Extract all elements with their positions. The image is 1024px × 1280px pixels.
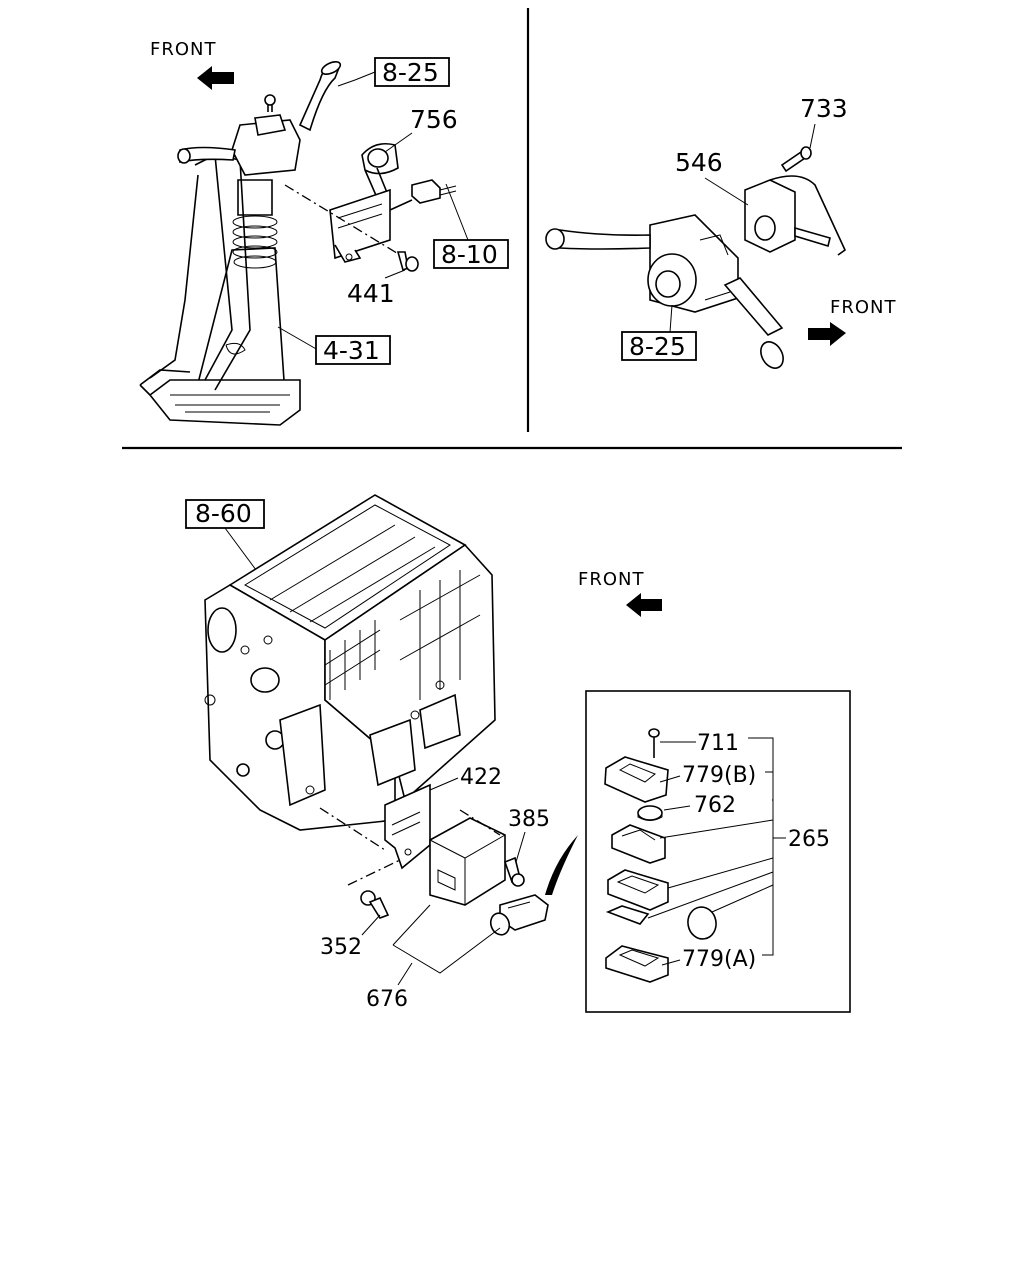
cover-779a-drawing <box>605 945 669 983</box>
part-762-label: 762 <box>694 793 736 818</box>
leader-352 <box>361 914 381 936</box>
ref-4-31: 4-31 <box>323 336 380 365</box>
leader-8-25-top-left <box>337 71 376 87</box>
leader-441 <box>384 269 406 279</box>
module-bracket-drawing <box>329 179 457 263</box>
ref-8-25-top-left: 8-25 <box>382 58 439 87</box>
key-fob-drawing <box>489 894 549 936</box>
top-right-panel: 733 546 FRONT 8-25 <box>545 94 897 369</box>
part-733-label: 733 <box>800 94 848 123</box>
leader-676-tick <box>397 962 413 986</box>
screw-711-drawing <box>648 728 660 758</box>
ref-box-8-25-top-left <box>374 57 450 87</box>
ref-box-4-31 <box>315 335 391 365</box>
cover-779b-drawing <box>604 756 669 803</box>
leader-733 <box>809 123 816 149</box>
bolt-733-drawing <box>780 146 812 173</box>
bracket-422-drawing <box>384 783 431 870</box>
bottom-panel: 8-60 <box>185 494 851 1013</box>
front-label-top-left: FRONT <box>150 39 217 60</box>
leader-546 <box>704 177 749 206</box>
front-arrow-bottom <box>626 593 662 617</box>
leader-779a <box>661 959 681 966</box>
ref-box-8-25-top-right <box>621 331 697 361</box>
heater-unit-drawing <box>204 494 496 831</box>
front-label-top-right: FRONT <box>830 297 897 318</box>
ref-box-8-10-top-left <box>433 239 509 269</box>
leader-762 <box>663 805 691 811</box>
part-422-label: 422 <box>460 765 502 790</box>
ref-8-60: 8-60 <box>195 499 252 528</box>
dashed-leader-352 <box>347 859 401 886</box>
group-bracket-265 <box>748 737 786 956</box>
ref-8-10: 8-10 <box>441 240 498 269</box>
o-ring-drawing <box>687 906 717 940</box>
inset-frame <box>585 690 851 1013</box>
part-265-label: 265 <box>788 827 830 852</box>
leader-756 <box>384 132 413 153</box>
front-label-bottom: FRONT <box>578 569 645 590</box>
part-756-drawing <box>361 142 399 202</box>
part-711-label: 711 <box>697 731 739 756</box>
case-middle-drawing <box>607 869 669 911</box>
bolt-441-drawing <box>396 251 419 272</box>
dashed-leader-441 <box>284 184 406 259</box>
bolt-385-drawing <box>503 856 525 887</box>
part-441-label: 441 <box>347 279 395 308</box>
board-drawing <box>605 905 650 925</box>
top-left-panel: FRONT <box>139 39 509 426</box>
key-fob-inset: 711 779(B) 762 779(A) 265 <box>585 690 851 1013</box>
front-arrow-top-left <box>197 66 234 90</box>
ref-8-25-top-right: 8-25 <box>629 332 686 361</box>
control-module-676-drawing <box>429 817 506 906</box>
dashed-leader-bracket <box>319 807 386 851</box>
leader-422 <box>429 777 459 791</box>
part-352-label: 352 <box>320 935 362 960</box>
part-546-label: 546 <box>675 148 723 177</box>
part-779a-label: 779(A) <box>682 947 756 972</box>
steering-column-assembly <box>139 61 342 426</box>
leader-779b <box>659 775 681 783</box>
leaders-to-265 <box>647 819 774 919</box>
part-756-label: 756 <box>410 105 458 134</box>
fob-highlight-curve <box>545 835 578 895</box>
combination-switch-drawing <box>545 214 784 369</box>
bolt-352-drawing <box>360 890 390 919</box>
leader-676 <box>392 904 501 974</box>
part-676-label: 676 <box>366 987 408 1012</box>
part-385-label: 385 <box>508 807 550 832</box>
leader-4-31 <box>277 326 319 351</box>
case-upper-drawing <box>611 824 666 864</box>
part-779b-label: 779(B) <box>682 763 756 788</box>
leader-8-25-top-right <box>669 304 673 333</box>
leader-385 <box>515 831 526 863</box>
leader-8-10 <box>445 183 469 241</box>
battery-762-drawing <box>637 805 663 821</box>
front-arrow-top-right <box>808 322 846 346</box>
part-546-drawing <box>744 175 847 256</box>
dashed-leader-module <box>459 809 501 836</box>
